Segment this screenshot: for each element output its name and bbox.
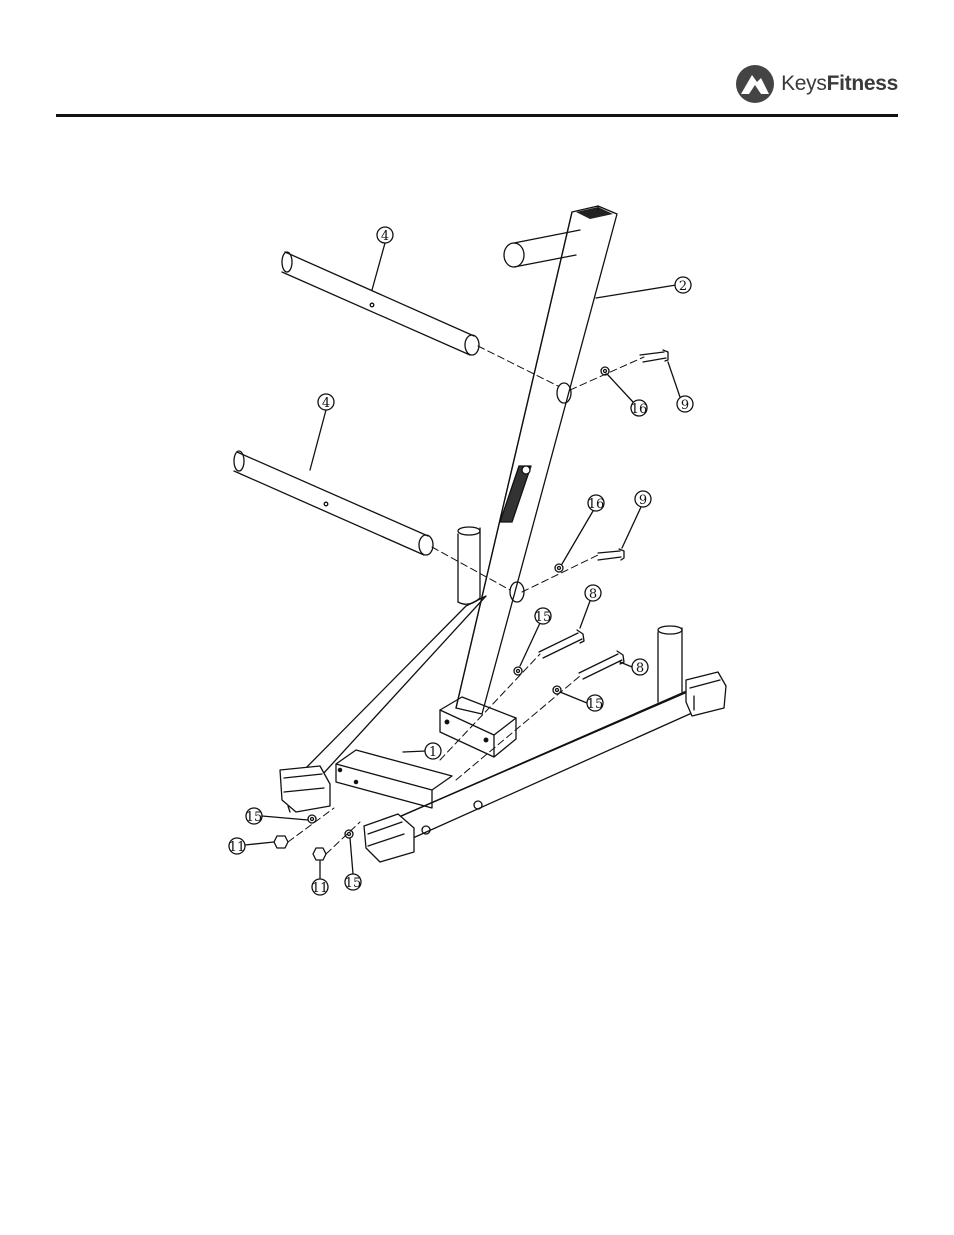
callout-2: 2: [596, 277, 691, 298]
callout-1-label: 1: [429, 745, 437, 760]
callout-16-upper-label: 16: [631, 402, 648, 417]
callout-15-washer-b: 15: [560, 692, 603, 712]
callout-16-lower-label: 16: [588, 497, 605, 512]
base-frame: [280, 527, 726, 862]
callout-2-label: 2: [679, 279, 687, 294]
callout-9-upper-label: 9: [681, 398, 689, 413]
hardware: [274, 350, 668, 860]
callout-15-washer-b-label: 15: [587, 697, 604, 712]
callout-1: 1: [403, 743, 441, 760]
callout-9-upper: 9: [668, 362, 693, 413]
weight-horn-upper: [282, 252, 479, 355]
callout-16-upper: 16: [608, 375, 647, 417]
callout-16-lower: 16: [562, 495, 604, 564]
callout-8-upper: 8: [580, 585, 601, 628]
callout-11-left: 11: [229, 838, 274, 855]
callout-9-lower-label: 9: [639, 493, 647, 508]
callout-15-washer-c-label: 15: [246, 810, 263, 825]
callout-15-washer-d-label: 15: [345, 876, 362, 891]
callout-8-upper-label: 8: [589, 587, 597, 602]
callout-15-washer-a-label: 15: [535, 610, 552, 625]
upright-post: [456, 206, 617, 714]
callout-11-left-label: 11: [229, 840, 246, 855]
callout-8-lower-label: 8: [636, 661, 644, 676]
callout-4-upper: 4: [372, 227, 393, 290]
weight-horn-lower: [234, 451, 433, 555]
callout-15-washer-a: 15: [520, 608, 551, 666]
callout-4-upper-label: 4: [381, 229, 389, 244]
callout-4-lower-label: 4: [322, 396, 330, 411]
callout-11-bottom: 11: [312, 861, 329, 896]
callout-9-lower: 9: [622, 491, 651, 548]
callout-4-lower: 4: [310, 394, 334, 470]
callout-11-bottom-label: 11: [312, 881, 329, 896]
callout-15-washer-d: 15: [345, 838, 362, 891]
